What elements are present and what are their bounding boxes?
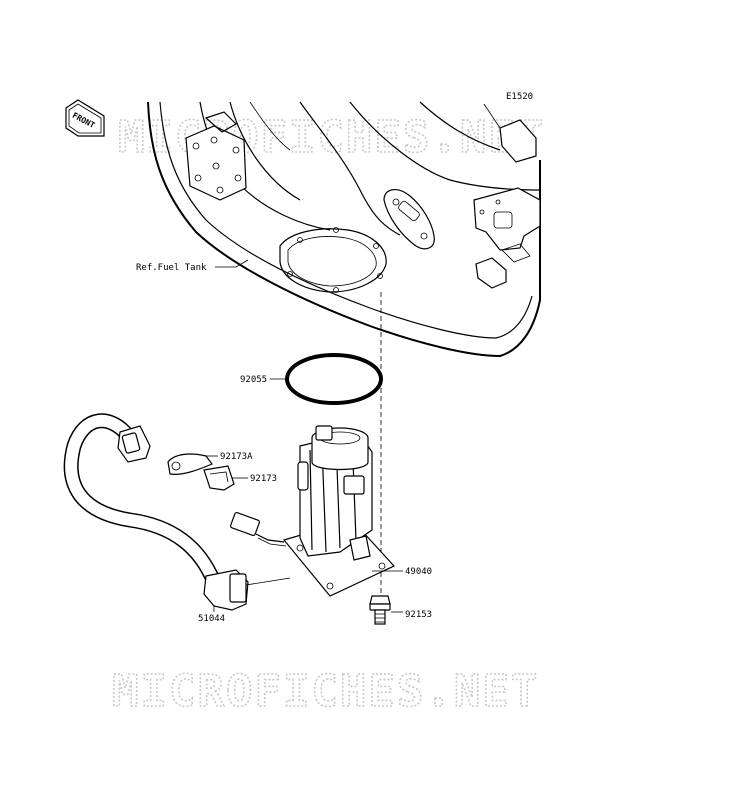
bolt: [369, 595, 391, 625]
part-label-49040: 49040: [405, 567, 432, 577]
diagram-code: E1520: [506, 92, 533, 102]
part-label-51044: 51044: [198, 614, 225, 624]
watermark-bottom: MICROFICHES.NET: [112, 666, 539, 717]
part-label-92153: 92153: [405, 610, 432, 620]
fuel-pump-assembly: [282, 425, 395, 597]
o-ring: [285, 353, 383, 405]
fuel-tank: [147, 101, 541, 358]
clamp-92173a: [167, 453, 213, 475]
clamp-92173: [203, 465, 235, 491]
ref-fuel-tank-label: Ref.Fuel Tank: [136, 263, 207, 273]
fuel-hose: [63, 413, 249, 611]
watermark-top: MICROFICHES.NET: [118, 112, 545, 163]
front-arrow-icon: FRONT: [65, 99, 105, 137]
front-label: FRONT: [71, 111, 97, 130]
part-label-92055: 92055: [240, 375, 267, 385]
wire-connector: [230, 511, 287, 547]
part-label-92173A: 92173A: [220, 452, 253, 462]
part-label-92173: 92173: [250, 474, 277, 484]
